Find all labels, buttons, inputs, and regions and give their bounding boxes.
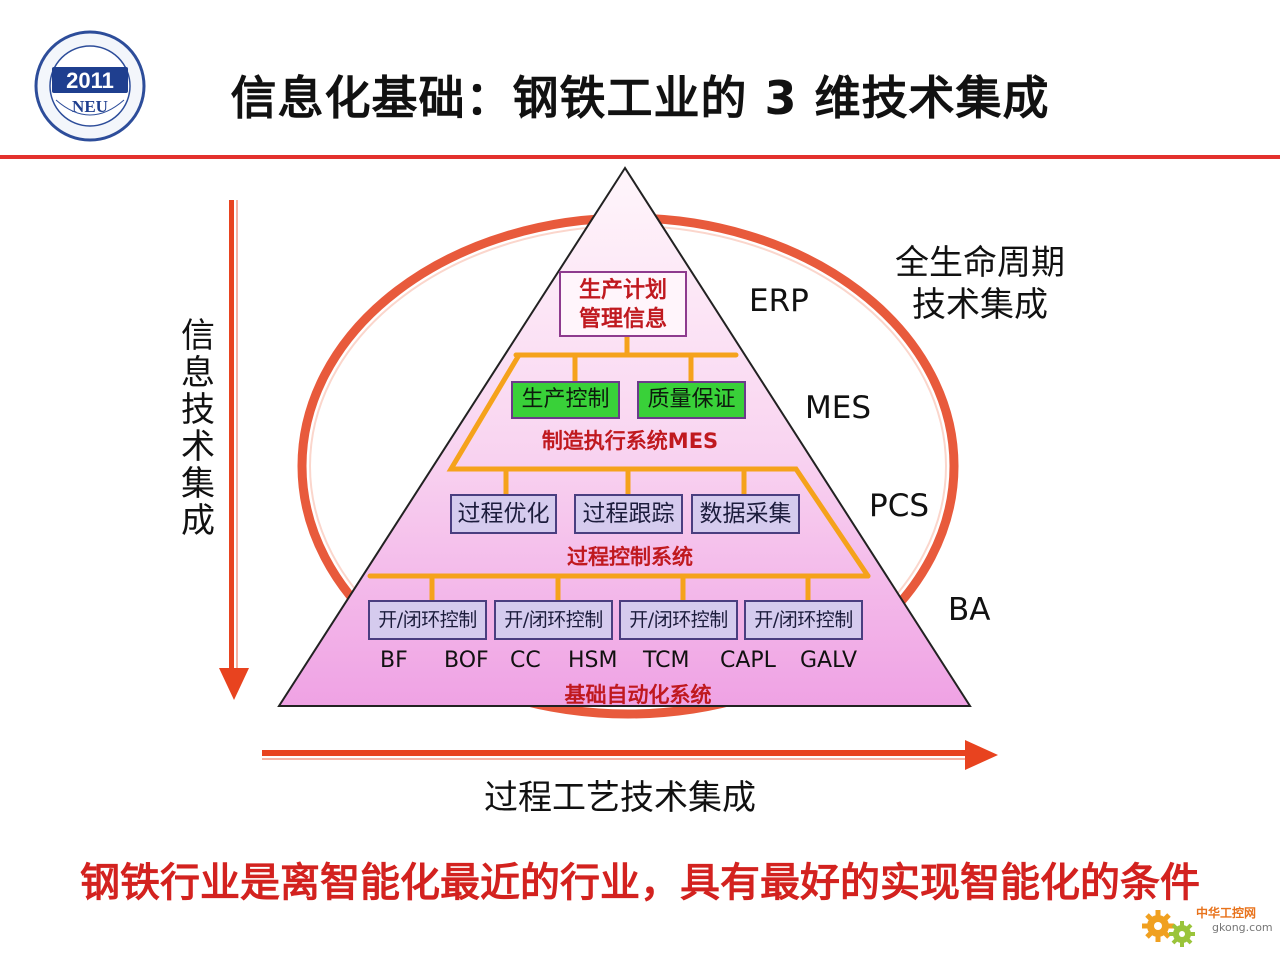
vertical-axis-char: 成 [181, 501, 215, 541]
process-optimization-box: 过程优化 [450, 494, 557, 534]
watermark-title: 中华工控网 [1196, 906, 1257, 920]
quality-assurance-box: 质量保证 [637, 381, 746, 419]
planning-management-box: 生产计划 管理信息 [559, 271, 687, 337]
unit-tcm: TCM [643, 648, 690, 673]
title-divider [0, 155, 1280, 159]
lifecycle-line-2: 技术集成 [912, 285, 1048, 325]
process-tracking-box: 过程跟踪 [574, 494, 683, 534]
watermark-url: gkong.com [1212, 921, 1273, 934]
pyramid [277, 166, 972, 707]
top-box-line-1: 生产计划 [578, 278, 667, 303]
level-ba: BA [948, 592, 991, 628]
horizontal-axis-label: 过程工艺技术集成 [484, 778, 756, 818]
pcs-system-label: 过程控制系统 [567, 545, 693, 569]
top-box-line-2: 管理信息 [578, 307, 667, 332]
control-box-4: 开/闭环控制 [744, 600, 863, 640]
control-box-3: 开/闭环控制 [619, 600, 738, 640]
ba-system-label: 基础自动化系统 [564, 683, 712, 707]
control-box-2: 开/闭环控制 [494, 600, 613, 640]
vertical-axis-char: 集 [181, 464, 215, 504]
unit-galv: GALV [800, 648, 857, 673]
vertical-axis-char: 术 [181, 427, 215, 467]
unit-hsm: HSM [568, 648, 618, 673]
vertical-axis-char: 信 [181, 316, 215, 356]
lifecycle-label: 全生命周期 技术集成 [870, 242, 1090, 326]
vertical-axis-char: 技 [181, 390, 215, 430]
neu-2011-logo: 2011 NEU [34, 30, 146, 142]
lifecycle-line-1: 全生命周期 [895, 243, 1065, 283]
gear-icon [1142, 910, 1195, 947]
level-erp: ERP [749, 283, 809, 319]
connector-lines [367, 334, 871, 603]
level-mes: MES [805, 390, 872, 426]
vertical-axis-label: 信息技术集成 [178, 318, 218, 540]
conclusion-text: 钢铁行业是离智能化最近的行业，具有最好的实现智能化的条件 [80, 860, 1200, 906]
svg-text:2011: 2011 [66, 68, 114, 93]
unit-capl: CAPL [720, 648, 776, 673]
horizontal-arrow [262, 740, 998, 770]
unit-cc: CC [510, 648, 541, 673]
production-control-box: 生产控制 [511, 381, 620, 419]
vertical-arrow [219, 200, 249, 700]
mes-system-label: 制造执行系统MES [541, 429, 719, 453]
page-title: 信息化基础：钢铁工业的 3 维技术集成 [230, 71, 1050, 125]
data-acquisition-box: 数据采集 [691, 494, 800, 534]
unit-bf: BF [380, 648, 408, 673]
control-box-1: 开/闭环控制 [368, 600, 487, 640]
level-pcs: PCS [869, 488, 930, 524]
unit-bof: BOF [444, 648, 489, 673]
vertical-axis-char: 息 [181, 353, 215, 393]
svg-text:NEU: NEU [72, 97, 108, 116]
